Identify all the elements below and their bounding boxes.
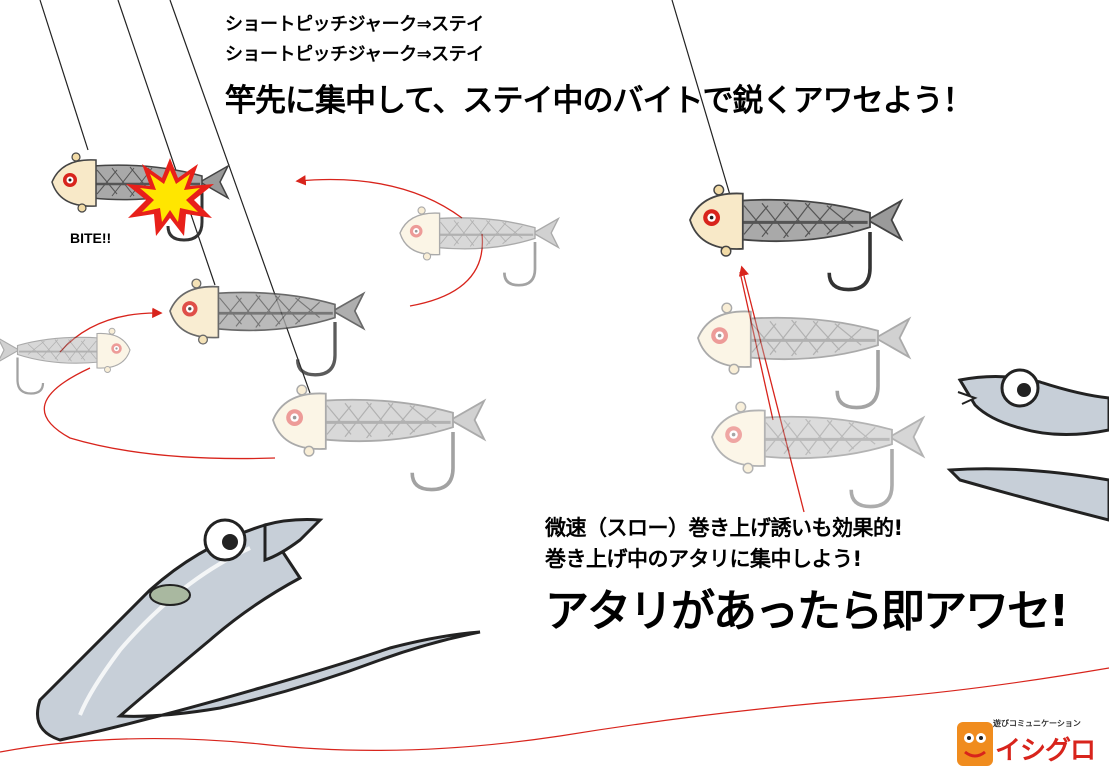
lure-middle xyxy=(168,277,366,377)
lure-right-mid xyxy=(696,301,912,410)
fishing-lines xyxy=(39,0,731,394)
mascot-icon xyxy=(957,722,993,766)
right-caption-line-2: 巻き上げ中のアタリに集中しよう! xyxy=(545,547,862,571)
lure-faded-left xyxy=(0,327,132,395)
seabed-line xyxy=(0,667,1109,753)
bite-label: BITE!! xyxy=(70,230,112,246)
headline: 竿先に集中して、ステイ中のバイトで鋭くアワセよう！ xyxy=(225,83,974,119)
hairtail-fish-right xyxy=(946,368,1109,522)
bite-burst xyxy=(126,158,214,236)
lure-right-bottom xyxy=(710,400,926,509)
ishiguro-logo: 遊びコミュニケーション イシグロ xyxy=(955,716,1105,772)
instruction-line-2: ショートピッチジャーク⇒ステイ xyxy=(225,44,484,65)
lure-biting xyxy=(50,151,230,242)
lure-right-top xyxy=(688,183,904,292)
logo-tagline: 遊びコミュニケーション xyxy=(993,719,1081,728)
right-headline: アタリがあったら即アワセ! xyxy=(545,586,1069,637)
logo-name: イシグロ xyxy=(995,736,1096,766)
instruction-line-1: ショートピッチジャーク⇒ステイ xyxy=(225,14,484,35)
lure-faded-bottom xyxy=(271,383,487,492)
right-caption-line-1: 微速（スロー）巻き上げ誘いも効果的! xyxy=(545,516,903,540)
hairtail-fish-left xyxy=(36,518,481,742)
lure-faded-right xyxy=(398,205,560,287)
